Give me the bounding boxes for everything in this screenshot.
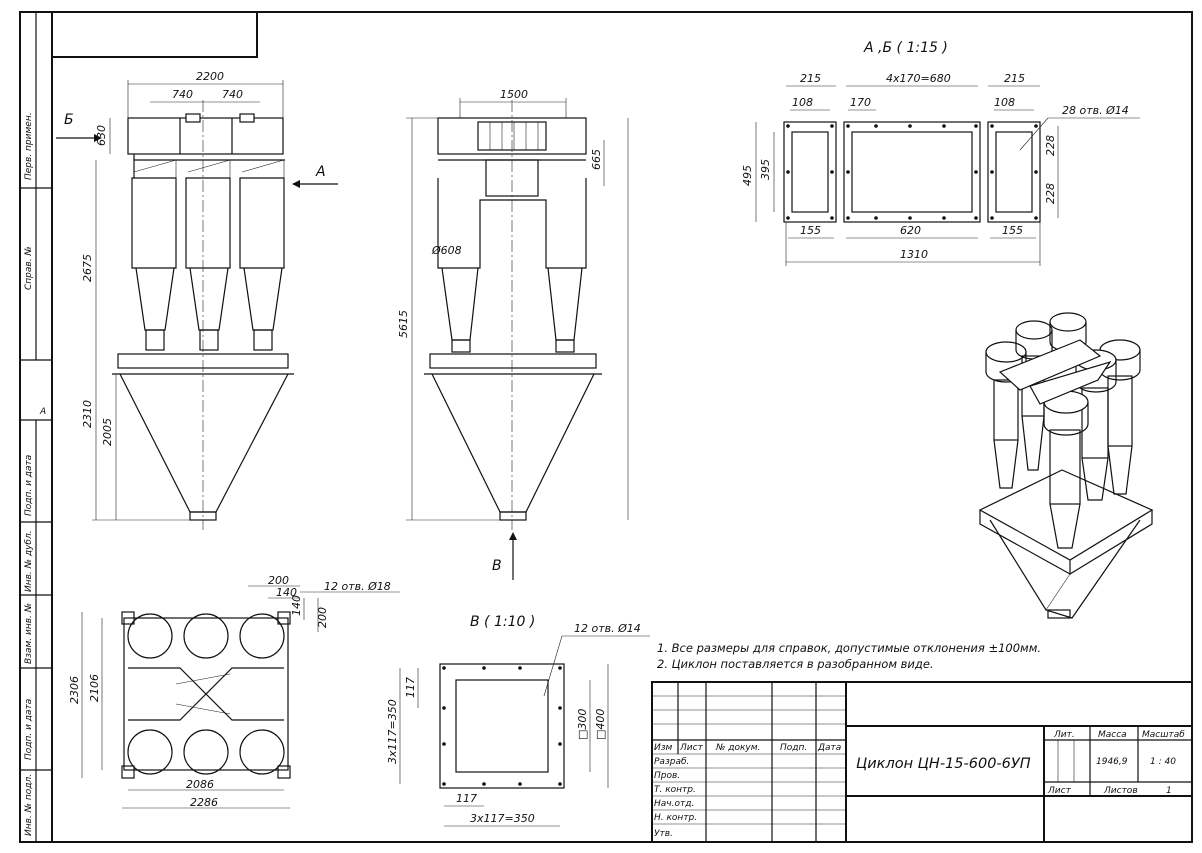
side-sprav-no: Справ. № (24, 246, 34, 290)
tb-sheets-val: 1 (1166, 786, 1172, 796)
flange-dim-108-left: 108 (792, 96, 813, 109)
front-dim-630: 630 (95, 125, 108, 146)
outlet-holes (442, 666, 562, 786)
plan-holes-label: 12 отв. Ø18 (324, 580, 391, 593)
tb-razrab: Разраб. (654, 757, 689, 767)
front-view: 2200 740 740 630 2675 2310 2005 Б А (56, 70, 338, 530)
flange-dim-170: 170 (850, 96, 871, 109)
outlet-title: В ( 1:10 ) (470, 614, 535, 630)
tb-n-kontr: Н. контр. (654, 813, 697, 823)
plan-dim-140-v: 140 (290, 595, 303, 616)
tb-izm: Изм (654, 743, 673, 753)
front-label-a: А (315, 164, 326, 180)
outlet-holes-label: 12 отв. Ø14 (574, 622, 641, 635)
plan-dim-140-h: 140 (276, 586, 297, 599)
tb-nach-otd: Нач.отд. (654, 799, 694, 809)
plan-dim-2106: 2106 (88, 674, 101, 702)
flange-dim-215-right: 215 (1004, 72, 1025, 85)
outlet-dim-117-h: 117 (456, 792, 477, 805)
front-dim-2675: 2675 (81, 254, 94, 282)
side-view: 1500 665 5615 Ø608 В (397, 88, 629, 580)
tb-utv: Утв. (654, 829, 673, 839)
flange-dim-108-right: 108 (994, 96, 1015, 109)
sheet-border (19, 11, 1193, 843)
plan-dim-200: 200 (268, 574, 289, 587)
tb-sheet: Лист (1047, 786, 1072, 796)
notes: 1. Все размеры для справок, допустимые о… (657, 641, 1041, 671)
note-1: 1. Все размеры для справок, допустимые о… (657, 641, 1041, 655)
tb-massa: Масса (1098, 730, 1127, 740)
outlet-view: В ( 1:10 ) 12 отв. Ø14 117 3x117=350 □30… (386, 614, 650, 827)
title-block: Изм Лист № докум. Подп. Дата Разраб. Про… (651, 681, 1193, 843)
side-inv-dubl: Инв. № дубл. (24, 530, 34, 592)
front-dim-2005: 2005 (101, 418, 114, 446)
note-2: 2. Циклон поставляется в разобранном вид… (657, 657, 934, 671)
flange-title: А ,Б ( 1:15 ) (863, 40, 948, 56)
plan-dim-200-v: 200 (316, 607, 329, 628)
outlet-dim-300: □300 (576, 709, 589, 740)
cyclone-body-2 (185, 159, 231, 351)
side-inv-podl: Инв. № подл. (24, 774, 34, 836)
flange-dim-680: 4x170=680 (886, 72, 951, 85)
side-perv-primen: Перв. примен. (24, 112, 34, 180)
tb-masshtab: Масштаб (1142, 730, 1185, 740)
flange-dim-620: 620 (900, 224, 921, 237)
plan-dim-2286: 2286 (190, 796, 218, 809)
side-stamp: Перв. примен. Справ. № Подп. и дата Инв.… (20, 12, 52, 842)
flange-holes (786, 124, 1038, 220)
side-label-v: В (492, 558, 502, 574)
flange-dim-1310: 1310 (900, 248, 928, 261)
tb-lit: Лит. (1053, 730, 1075, 740)
cyclone-body-3 (239, 159, 285, 351)
side-dim-diameter: Ø608 (431, 244, 462, 257)
tb-data: Дата (817, 743, 841, 753)
side-podp-data-2: Подп. и дата (24, 699, 34, 760)
flange-dim-228-top: 228 (1044, 135, 1057, 156)
cyclone-body-1 (131, 159, 177, 351)
flange-dim-228-bottom: 228 (1044, 183, 1057, 204)
tb-t-kontr: Т. контр. (654, 785, 696, 795)
flange-dim-215-left: 215 (800, 72, 821, 85)
tb-massa-val: 1946,9 (1096, 757, 1128, 767)
outlet-dim-117-v: 117 (404, 677, 417, 698)
tb-title: Циклон ЦН-15-600-6УП (856, 756, 1031, 772)
plan-view: 200 140 12 отв. Ø18 140 200 2306 2106 20… (68, 574, 400, 809)
flange-dim-155-right: 155 (1002, 224, 1023, 237)
tb-podp: Подп. (780, 743, 807, 753)
flange-dim-155-left: 155 (800, 224, 821, 237)
flange-dim-395: 395 (759, 159, 772, 180)
tb-doc-no: № докум. (715, 743, 760, 753)
side-dim-665: 665 (590, 149, 603, 170)
front-dim-740-2: 740 (222, 88, 243, 101)
plan-dim-2086: 2086 (186, 778, 214, 791)
flange-view: А ,Б ( 1:15 ) 215 4x170=680 215 108 170 … (741, 40, 1140, 266)
top-left-stamp (51, 11, 258, 58)
front-label-b: Б (64, 112, 74, 128)
side-dim-5615: 5615 (397, 310, 410, 338)
flange-dim-495: 495 (741, 165, 754, 186)
outlet-dim-350-v: 3x117=350 (386, 699, 399, 764)
front-dim-2200: 2200 (196, 70, 224, 83)
side-podp-data-1: Подп. и дата (24, 455, 34, 516)
front-dim-740-1: 740 (172, 88, 193, 101)
tb-sheets: Листов (1103, 786, 1138, 796)
flange-holes-label: 28 отв. Ø14 (1062, 104, 1129, 117)
isometric-view (978, 312, 1154, 619)
side-marker: А (39, 407, 46, 417)
plan-dim-2306: 2306 (68, 676, 81, 704)
outlet-dim-350-h: 3x117=350 (470, 812, 535, 825)
outlet-dim-400: □400 (594, 709, 607, 740)
tb-list: Лист (679, 743, 704, 753)
front-dim-2310: 2310 (81, 400, 94, 428)
side-dim-1500: 1500 (500, 88, 528, 101)
tb-prov: Пров. (654, 771, 680, 781)
tb-scale-val: 1 : 40 (1150, 757, 1176, 767)
side-vzam-inv: Взам. инв. № (24, 603, 34, 664)
